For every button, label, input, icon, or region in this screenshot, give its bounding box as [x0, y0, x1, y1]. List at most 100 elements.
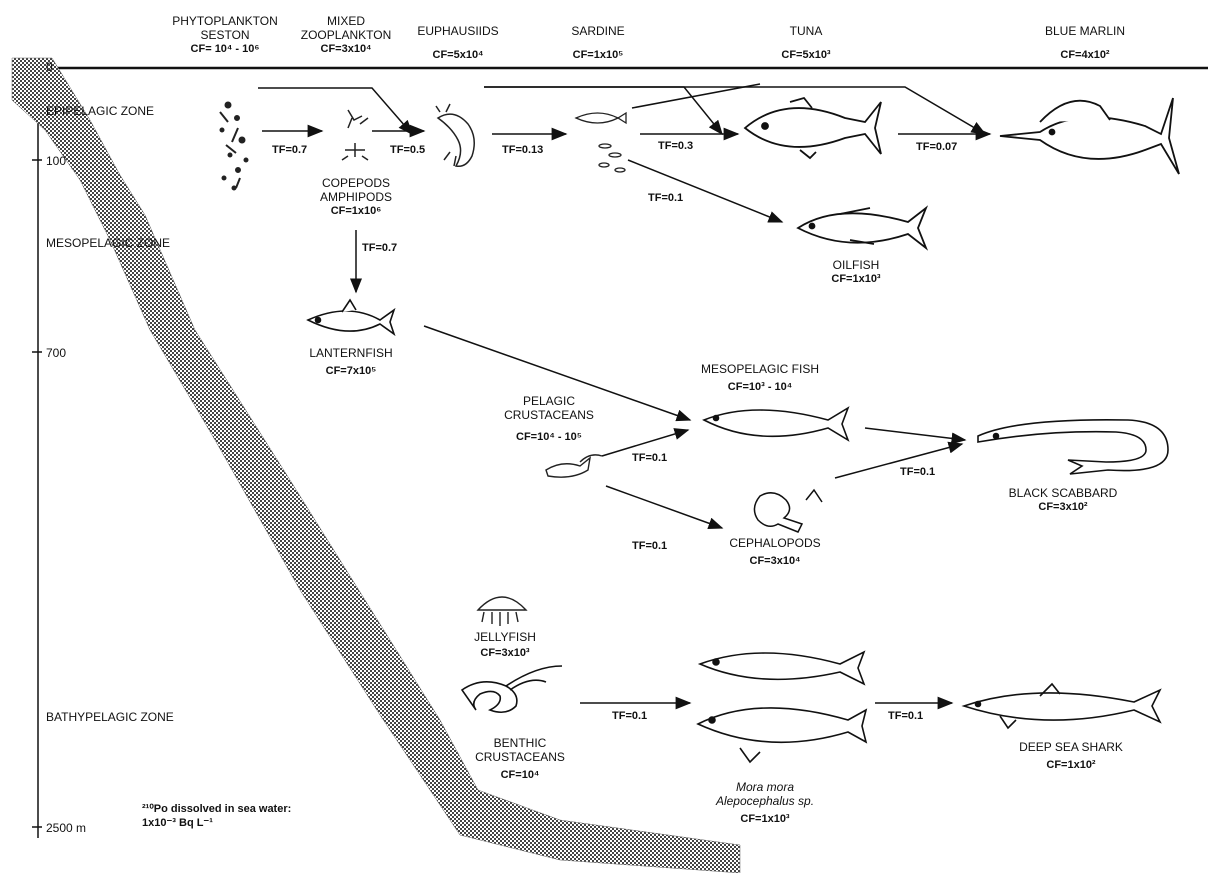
- oilfish-label: OILFISH CF=1x10³: [806, 258, 906, 286]
- tuna-drawing: [745, 98, 881, 158]
- blue-marlin-name: BLUE MARLIN: [1030, 24, 1140, 38]
- benthic-crustaceans-cf: CF=10⁴: [460, 768, 580, 782]
- depth-label-100: 100: [46, 154, 66, 168]
- cephalopods-name: CEPHALOPODS: [720, 536, 830, 550]
- benthic-crustaceans-label: BENTHIC CRUSTACEANS CF=10⁴: [460, 736, 580, 782]
- arrow-sardine-oilfish: [628, 160, 782, 222]
- blue-marlin-cf: CF=4x10²: [1030, 48, 1140, 62]
- zone-label-epipelagic: EPIPELAGIC ZONE: [46, 104, 154, 118]
- mesopelagic-fish-cf: CF=10³ - 10⁴: [690, 380, 830, 394]
- pelagic-crustaceans-cf: CF=10⁴ - 10⁵: [494, 430, 604, 444]
- blue-marlin-label: BLUE MARLIN CF=4x10²: [1030, 24, 1140, 62]
- depth-label-0: 0: [46, 60, 53, 74]
- tf-to-scabbard: TF=0.1: [900, 466, 935, 478]
- cephalopods-label: CEPHALOPODS CF=3x10⁴: [720, 536, 830, 568]
- tf-phyto-zoo: TF=0.7: [272, 144, 307, 156]
- copepods-name: COPEPODS: [306, 176, 406, 190]
- jellyfish-label: JELLYFISH CF=3x10³: [460, 630, 550, 660]
- arrow-phyto-euph: [258, 88, 412, 134]
- euphausiids-label: EUPHAUSIIDS CF=5x10⁴: [408, 24, 508, 62]
- phytoplankton-name: PHYTOPLANKTON: [160, 14, 290, 28]
- deep-sea-shark-name: DEEP SEA SHARK: [1006, 740, 1136, 754]
- arrow-crust-cephalopods: [606, 486, 722, 528]
- euphausiids-cf: CF=5x10⁴: [408, 48, 508, 62]
- blue-marlin-drawing: [1000, 98, 1179, 174]
- tuna-name: TUNA: [766, 24, 846, 38]
- zone-label-mesopelagic: MESOPELAGIC ZONE: [46, 236, 170, 250]
- cephalopod-drawing: [754, 490, 822, 532]
- pelagic-crustacean-drawing: [546, 455, 602, 477]
- phytoplankton-label: PHYTOPLANKTON SESTON CF= 10⁴ - 10⁶: [160, 14, 290, 56]
- black-scabbard-drawing: [978, 420, 1168, 474]
- jellyfish-drawing: [478, 597, 526, 626]
- depth-label-700: 700: [46, 346, 66, 360]
- arrow-euph-marlin: [484, 87, 985, 134]
- tf-benthic-mora: TF=0.1: [612, 710, 647, 722]
- tf-copepods-lanternfish: TF=0.7: [362, 242, 397, 254]
- zooplankton-subname: ZOOPLANKTON: [290, 28, 402, 42]
- lanternfish-name: LANTERNFISH: [296, 346, 406, 360]
- phytoplankton-cf: CF= 10⁴ - 10⁶: [160, 42, 290, 56]
- jellyfish-cf: CF=3x10³: [460, 646, 550, 660]
- black-scabbard-cf: CF=3x10²: [998, 500, 1128, 514]
- copepods-cf: CF=1x10⁶: [306, 204, 406, 218]
- cephalopods-cf: CF=3x10⁴: [720, 554, 830, 568]
- copepods-subname: AMPHIPODS: [306, 190, 406, 204]
- deep-sea-shark-cf: CF=1x10²: [1006, 758, 1136, 772]
- euphausiids-name: EUPHAUSIIDS: [408, 24, 508, 38]
- sardine-drawing: [576, 113, 626, 172]
- zooplankton-label: MIXED ZOOPLANKTON CF=3x10⁴: [290, 14, 402, 56]
- euphausiid-drawing: [436, 104, 474, 166]
- benthic-crustaceans-name: BENTHIC: [460, 736, 580, 750]
- bathy-fish-upper-drawing: [700, 652, 864, 684]
- tf-crust-mesofish: TF=0.1: [632, 452, 667, 464]
- pelagic-crustaceans-name: PELAGIC: [494, 394, 604, 408]
- zooplankton-cf: CF=3x10⁴: [290, 42, 402, 56]
- seawater-note-line1: ²¹⁰Po dissolved in sea water:: [142, 802, 291, 816]
- black-scabbard-name: BLACK SCABBARD: [998, 486, 1128, 500]
- benthic-crustaceans-subname: CRUSTACEANS: [460, 750, 580, 764]
- lanternfish-label: LANTERNFISH CF=7x10⁵: [296, 346, 406, 378]
- tf-euph-sardine: TF=0.13: [502, 144, 543, 156]
- zooplankton-drawing: [342, 110, 368, 160]
- sardine-cf: CF=1x10⁵: [552, 48, 644, 62]
- pelagic-crustaceans-subname: CRUSTACEANS: [494, 408, 604, 422]
- lanternfish-cf: CF=7x10⁵: [296, 364, 406, 378]
- zooplankton-name: MIXED: [290, 14, 402, 28]
- depth-label-2500: 2500 m: [46, 821, 86, 835]
- phytoplankton-drawing: [220, 102, 248, 190]
- jellyfish-name: JELLYFISH: [460, 630, 550, 644]
- mora-label: Mora mora Alepocephalus sp. CF=1x10³: [700, 780, 830, 826]
- arrow-euph-tuna: [484, 87, 722, 134]
- mesopelagic-fish-drawing: [704, 408, 848, 440]
- tuna-cf: CF=5x10³: [766, 48, 846, 62]
- tuna-label: TUNA CF=5x10³: [766, 24, 846, 62]
- mesopelagic-fish-name: MESOPELAGIC FISH: [690, 362, 830, 376]
- seawater-note-line2: 1x10⁻³ Bq L⁻¹: [142, 816, 291, 830]
- mora-subname: Alepocephalus sp.: [700, 794, 830, 808]
- sardine-label: SARDINE CF=1x10⁵: [552, 24, 644, 62]
- black-scabbard-label: BLACK SCABBARD CF=3x10²: [998, 486, 1128, 514]
- mora-name: Mora mora: [700, 780, 830, 794]
- oilfish-name: OILFISH: [806, 258, 906, 272]
- tf-sardine-tuna: TF=0.3: [658, 140, 693, 152]
- tf-tuna-marlin: TF=0.07: [916, 141, 957, 153]
- tf-sardine-oilfish: TF=0.1: [648, 192, 683, 204]
- phytoplankton-subname: SESTON: [160, 28, 290, 42]
- mesopelagic-fish-label: MESOPELAGIC FISH CF=10³ - 10⁴: [690, 362, 830, 394]
- pelagic-crustaceans-label: PELAGIC CRUSTACEANS CF=10⁴ - 10⁵: [494, 394, 604, 444]
- zone-label-bathypelagic: BATHYPELAGIC ZONE: [46, 710, 174, 724]
- arrow-cephalo-scabbard: [835, 444, 962, 478]
- oilfish-cf: CF=1x10³: [806, 272, 906, 286]
- sardine-name: SARDINE: [552, 24, 644, 38]
- deep-sea-shark-label: DEEP SEA SHARK CF=1x10²: [1006, 740, 1136, 772]
- mora-mora-drawing: [698, 708, 866, 762]
- deep-sea-shark-drawing: [964, 684, 1160, 728]
- lanternfish-drawing: [308, 300, 394, 334]
- benthic-crustacean-drawing: [462, 666, 562, 712]
- seawater-note: ²¹⁰Po dissolved in sea water: 1x10⁻³ Bq …: [142, 802, 291, 830]
- copepods-label: COPEPODS AMPHIPODS CF=1x10⁶: [306, 176, 406, 218]
- mora-cf: CF=1x10³: [700, 812, 830, 826]
- arrow-mesofish-scabbard: [865, 428, 965, 440]
